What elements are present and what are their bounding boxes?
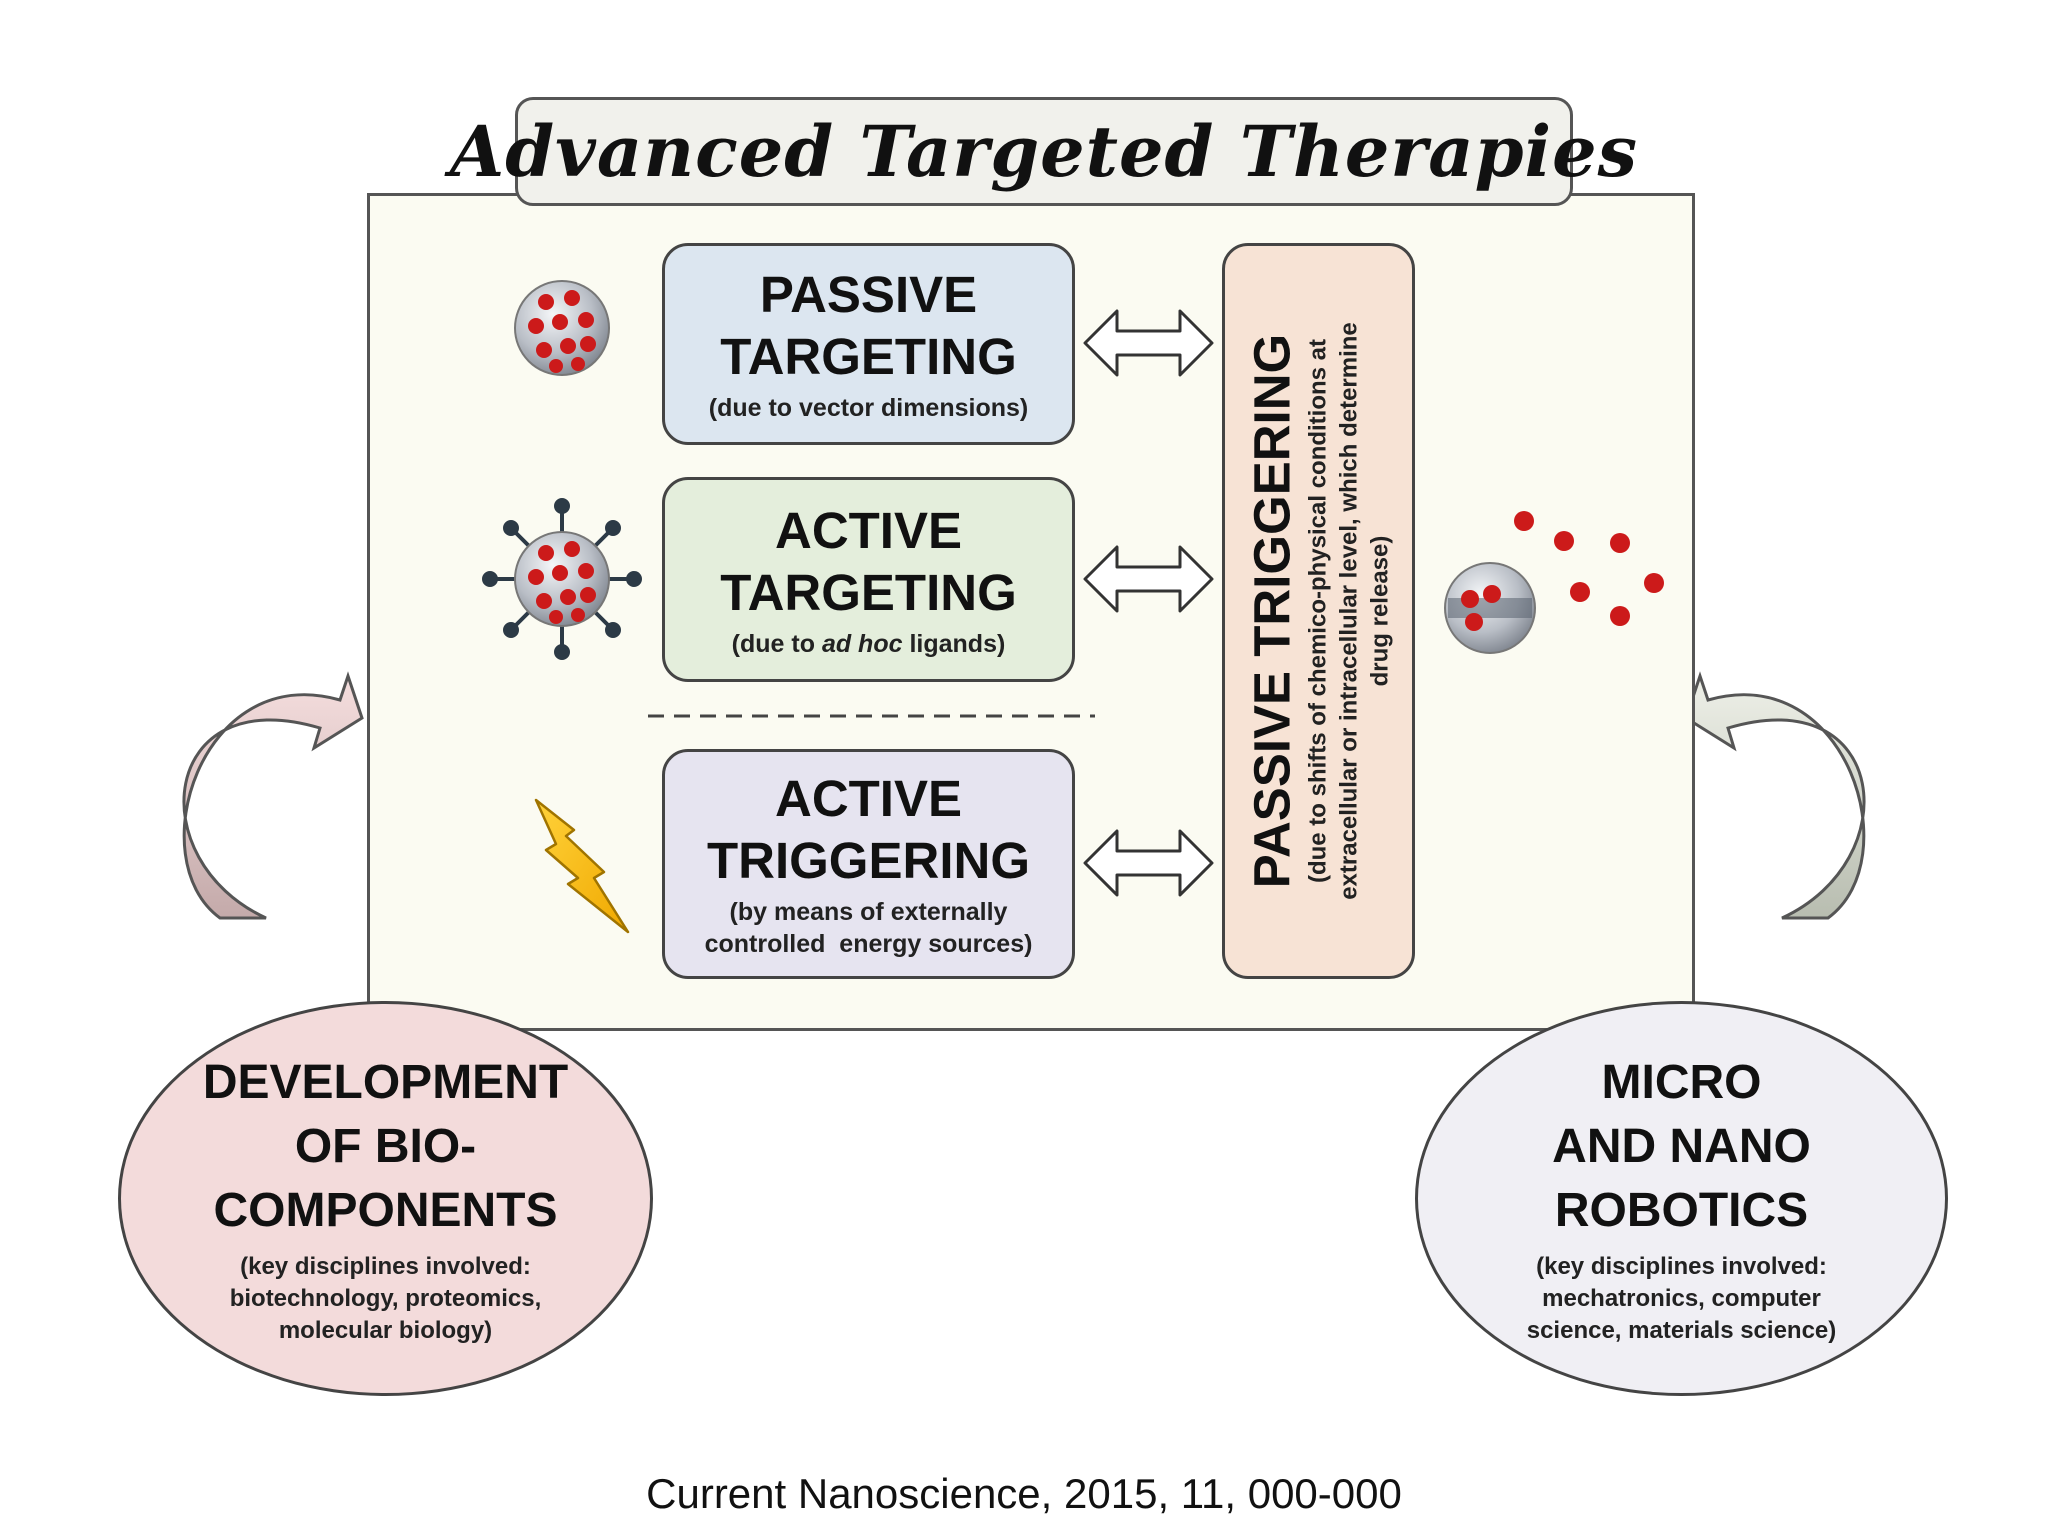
double-arrow-icon — [1083, 309, 1214, 377]
active-targeting-note-italic: ad hoc — [821, 629, 903, 658]
bio-components-note-3: molecular biology) — [278, 1316, 493, 1344]
lightning-bolt-icon — [534, 798, 630, 934]
source-caption: Current Nanoscience, 2015, 11, 000-000 — [646, 1470, 1402, 1517]
passive-targeting-box: PASSIVE TARGETING (due to vector dimensi… — [662, 243, 1075, 445]
robotics-line2: AND NANO — [1552, 1119, 1811, 1173]
passive-triggering-box: PASSIVE TRIGGERING (due to shifts of che… — [1222, 243, 1415, 979]
diagram-title: Advanced Targeted Therapies — [449, 110, 1639, 193]
title-box: Advanced Targeted Therapies — [450, 97, 1637, 206]
passive-targeting-line2: TARGETING — [720, 328, 1017, 385]
double-arrow-icon — [1083, 829, 1214, 897]
robotics-line1: MICRO — [1601, 1055, 1762, 1109]
bio-components-note-1: (key disciplines involved: — [240, 1252, 531, 1280]
robotics-note-3: science, materials science) — [1526, 1316, 1837, 1344]
bio-components-circle: DEVELOPMENT OF BIO- COMPONENTS (key disc… — [118, 1001, 653, 1396]
active-targeting-note-post: ligands) — [902, 629, 1006, 658]
nanoparticle-icon — [514, 280, 610, 376]
robotics-circle: MICRO AND NANO ROBOTICS (key disciplines… — [1415, 1001, 1948, 1396]
active-targeting-box: ACTIVE TARGETING (due to ad hoc ligands) — [662, 477, 1075, 682]
passive-targeting-line1: PASSIVE — [759, 266, 978, 323]
active-triggering-box: ACTIVE TRIGGERING (by means of externall… — [662, 749, 1075, 979]
active-triggering-line2: TRIGGERING — [706, 832, 1030, 889]
robotics-note-1: (key disciplines involved: — [1536, 1252, 1827, 1280]
passive-targeting-note: (due to vector dimensions) — [708, 394, 1029, 422]
active-triggering-note-2: controlled energy sources) — [704, 930, 1033, 958]
active-targeting-line1: ACTIVE — [774, 501, 963, 559]
active-triggering-note-1: (by means of externally — [729, 898, 1008, 926]
bio-components-note-2: biotechnology, proteomics, — [229, 1284, 542, 1312]
double-arrow-icon — [1083, 545, 1214, 613]
robotics-note-2: mechatronics, computer — [1542, 1284, 1821, 1312]
drug-release-icon — [1444, 511, 1664, 654]
active-targeting-note: (due to ad hoc ligands) — [732, 628, 1006, 660]
robotics-line3: ROBOTICS — [1554, 1183, 1809, 1237]
bio-components-line1: DEVELOPMENT — [202, 1055, 569, 1109]
active-triggering-line1: ACTIVE — [774, 770, 963, 827]
bio-components-line3: COMPONENTS — [213, 1183, 558, 1237]
ligand-nanoparticle-icon — [482, 498, 642, 660]
curved-arrow-icon — [182, 671, 364, 920]
active-targeting-note-pre: (due to — [731, 629, 822, 658]
bio-components-line2: OF BIO- — [294, 1119, 477, 1173]
active-targeting-line2: TARGETING — [720, 563, 1017, 621]
